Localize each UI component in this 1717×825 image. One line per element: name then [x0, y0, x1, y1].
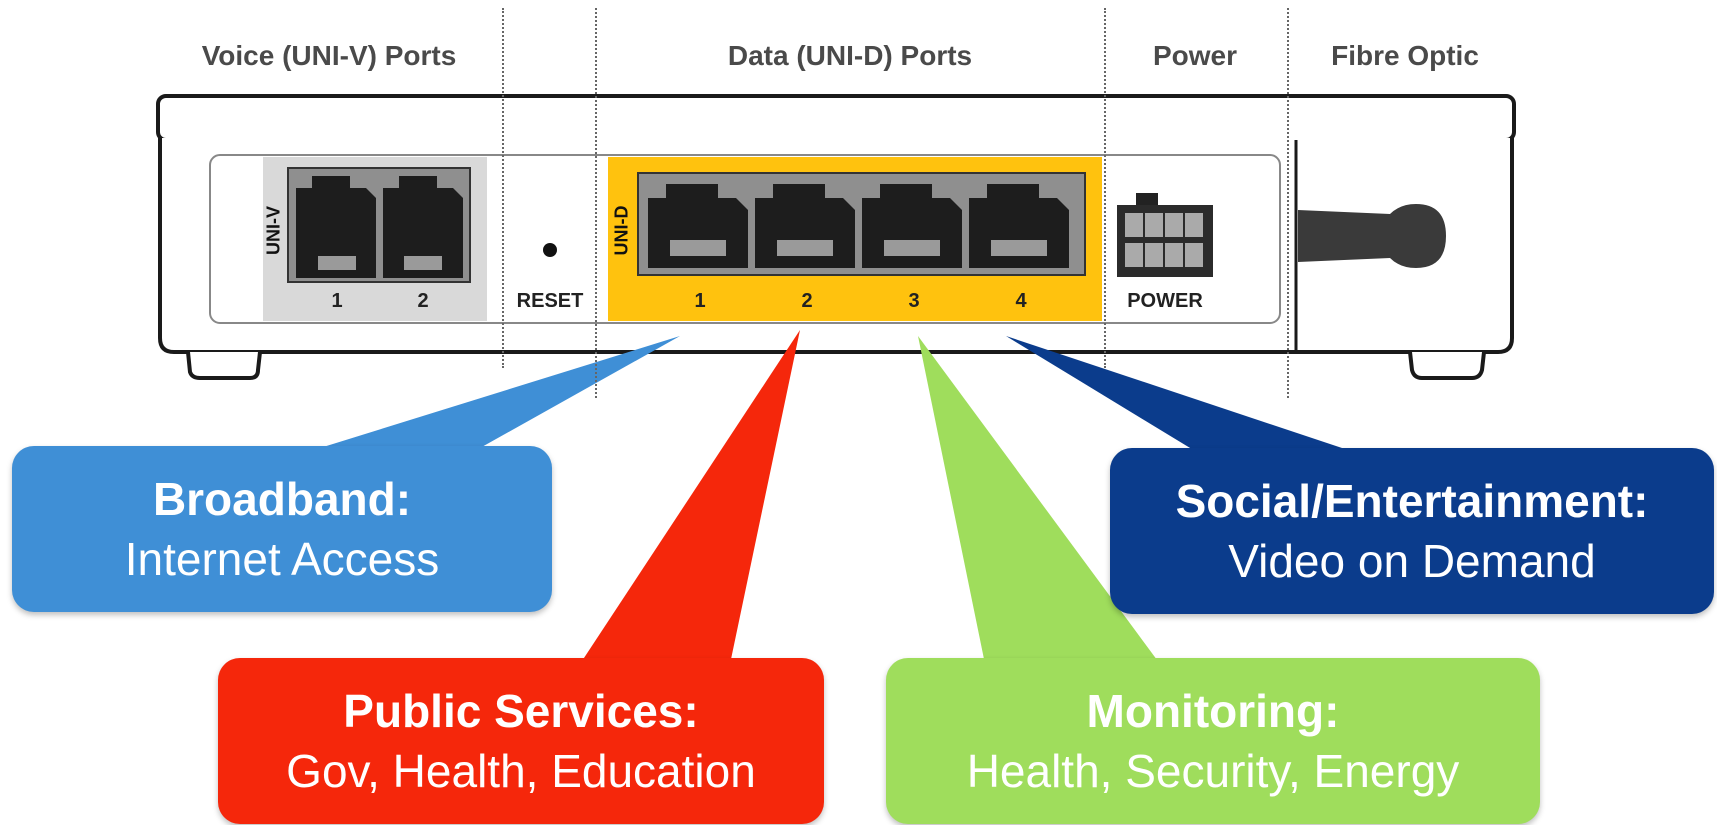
voice-ports-header: Voice (UNI-V) Ports — [201, 40, 457, 71]
power-header: Power — [1152, 40, 1238, 71]
social-entertainment-callout: Social/Entertainment: Video on Demand — [1110, 448, 1714, 614]
data-port-3-label: 3 — [908, 290, 920, 312]
fibre-optic-cable — [1298, 204, 1446, 268]
public-services-callout: Public Services: Gov, Health, Education — [218, 658, 824, 824]
section-divider — [595, 8, 597, 398]
section-divider — [1287, 8, 1289, 398]
section-divider — [1104, 8, 1106, 368]
monitoring-pointer — [918, 336, 1160, 664]
device-foot-right — [1408, 351, 1486, 380]
voice-port-2-label: 2 — [417, 290, 429, 312]
data-port-2-label: 2 — [801, 290, 813, 312]
voice-port-1-label: 1 — [331, 290, 343, 312]
power-connector — [1117, 193, 1213, 277]
data-port-4-label: 4 — [1015, 290, 1027, 312]
voice-port-1 — [296, 176, 376, 278]
device-lid — [156, 94, 1516, 142]
public-services-subtitle: Gov, Health, Education — [286, 745, 756, 797]
fibre-optic-header: Fibre Optic — [1331, 40, 1479, 71]
monitoring-subtitle: Health, Security, Energy — [966, 745, 1460, 797]
section-divider — [502, 8, 504, 368]
data-port-3 — [862, 184, 962, 268]
device-foot-left — [186, 351, 262, 380]
monitoring-title: Monitoring: — [1086, 685, 1340, 737]
broadband-pointer — [320, 336, 680, 448]
social-entertainment-pointer — [1006, 336, 1360, 454]
broadband-title: Broadband: — [152, 473, 412, 525]
data-port-1 — [648, 184, 748, 268]
voice-port-2 — [383, 176, 463, 278]
data-ports-header: Data (UNI-D) Ports — [727, 40, 973, 71]
broadband-subtitle: Internet Access — [124, 533, 440, 585]
data-port-1-label: 1 — [694, 290, 706, 312]
uni-v-label: UNI-V — [263, 206, 284, 255]
public-services-pointer — [580, 330, 800, 664]
uni-d-label: UNI-D — [611, 205, 632, 256]
data-port-4 — [969, 184, 1069, 268]
data-port-2 — [755, 184, 855, 268]
broadband-callout: Broadband: Internet Access — [12, 446, 552, 612]
social-entertainment-title: Social/Entertainment: — [1175, 475, 1649, 527]
public-services-title: Public Services: — [343, 685, 699, 737]
social-entertainment-subtitle: Video on Demand — [1228, 535, 1596, 587]
reset-label: RESET — [516, 290, 584, 312]
power-label: POWER — [1127, 290, 1203, 312]
reset-hole — [543, 243, 557, 257]
monitoring-callout: Monitoring: Health, Security, Energy — [886, 658, 1540, 824]
